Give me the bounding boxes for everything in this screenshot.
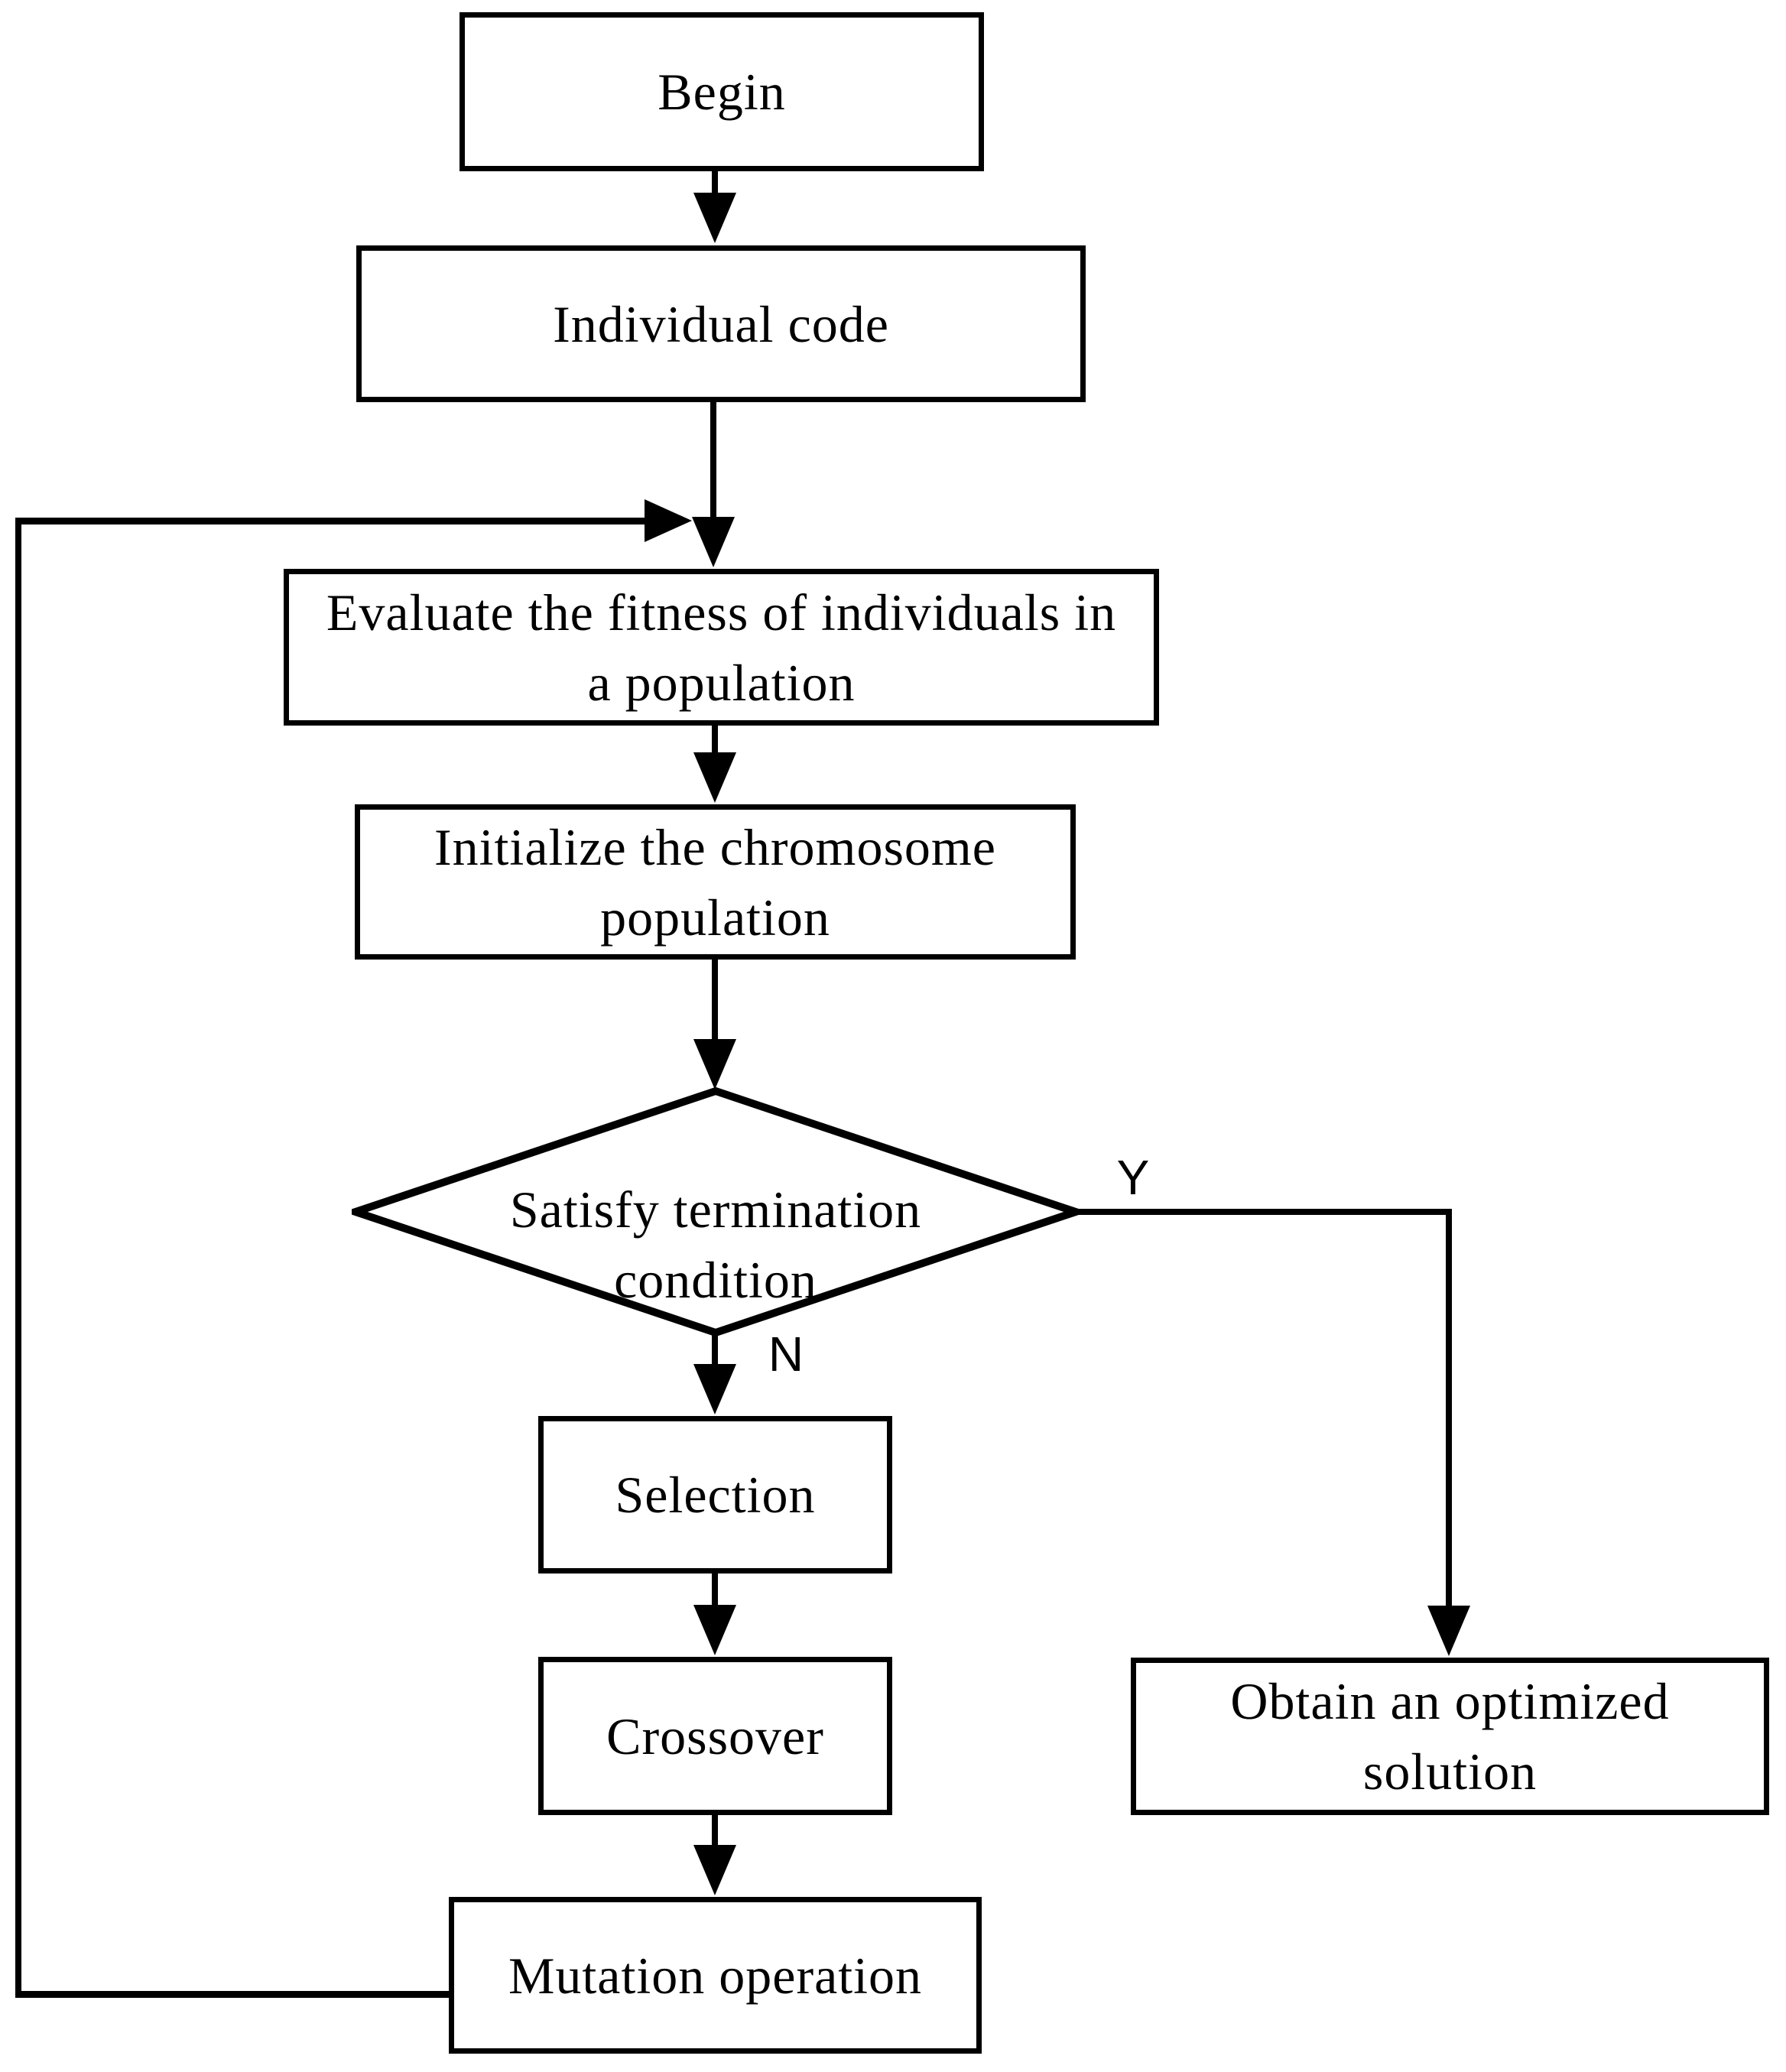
node-evaluate-fitness-line2: a population (587, 653, 856, 712)
node-individual-code-label: Individual code (553, 294, 889, 353)
node-individual-code: Individual code (356, 245, 1086, 402)
connector-feedback-top (15, 518, 649, 524)
connector-selection-crossover (712, 1573, 718, 1606)
node-termination-decision-line1: Satisfy termination (509, 1181, 922, 1239)
node-crossover: Crossover (538, 1657, 892, 1815)
arrowhead-decision-selection (693, 1364, 736, 1414)
node-initialize-population-line2: population (600, 888, 830, 947)
node-begin-label: Begin (658, 63, 786, 121)
arrowhead-initialize-decision (693, 1039, 736, 1090)
node-crossover-label: Crossover (606, 1707, 824, 1765)
arrowhead-evaluate-initialize (693, 752, 736, 803)
node-initialize-population: Initialize the chromosome population (355, 804, 1076, 960)
node-termination-decision-line2: condition (614, 1251, 817, 1309)
node-optimized-solution: Obtain an optimized solution (1131, 1658, 1769, 1815)
node-selection-label: Selection (615, 1466, 816, 1524)
connector-feedback-left (15, 518, 21, 1997)
branch-label-yes: Y (1116, 1150, 1150, 1205)
node-termination-decision: Satisfy termination condition (410, 1174, 1021, 1315)
node-mutation-operation-label: Mutation operation (508, 1946, 923, 2005)
arrowhead-individual-evaluate (692, 517, 735, 567)
arrowhead-feedback-evaluate (645, 499, 692, 542)
arrowhead-crossover-mutation (693, 1845, 736, 1895)
connector-decision-obtain-vertical (1446, 1209, 1452, 1607)
node-evaluate-fitness-line1: Evaluate the fitness of individuals in (326, 583, 1117, 641)
connector-decision-selection (712, 1333, 718, 1366)
arrowhead-begin-individual (693, 193, 736, 243)
node-optimized-solution-line1: Obtain an optimized (1230, 1672, 1670, 1730)
arrowhead-selection-crossover (693, 1605, 736, 1655)
connector-feedback-bottom (15, 1991, 449, 1998)
branch-label-no: N (768, 1327, 804, 1382)
node-begin: Begin (459, 12, 984, 171)
node-mutation-operation: Mutation operation (449, 1897, 982, 2054)
connector-evaluate-initialize (712, 725, 718, 754)
connector-crossover-mutation (712, 1814, 718, 1846)
connector-begin-individual (712, 171, 718, 197)
node-optimized-solution-line2: solution (1362, 1742, 1538, 1801)
arrowhead-decision-obtain (1427, 1606, 1470, 1656)
connector-decision-obtain-horizontal (1074, 1209, 1452, 1215)
connector-individual-evaluate (710, 401, 716, 518)
connector-initialize-decision (712, 959, 718, 1041)
node-selection: Selection (538, 1416, 892, 1573)
node-evaluate-fitness: Evaluate the fitness of individuals in a… (284, 569, 1159, 726)
node-initialize-population-line1: Initialize the chromosome (434, 817, 996, 876)
